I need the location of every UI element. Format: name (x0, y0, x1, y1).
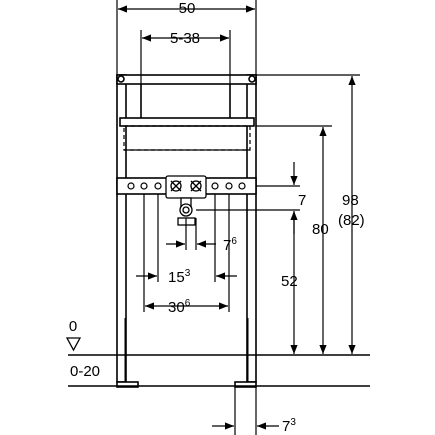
offset-label-sup: 6 (231, 236, 237, 247)
spacing-30-label-main: 30 (168, 299, 185, 316)
bottom-offset-label: 73 (282, 417, 296, 435)
spacing-15-label-main: 15 (168, 269, 185, 286)
top-left-bolt (117, 75, 125, 83)
floor-zero-label: 0 (69, 318, 77, 335)
width-label: 50 (179, 0, 196, 17)
floor-range-label: 0-20 (70, 363, 100, 380)
mounting-bar (119, 117, 255, 127)
height-80-label: 80 (312, 221, 329, 238)
bottom-offset-label-main: 7 (282, 418, 290, 435)
floor-level-symbol (65, 337, 82, 352)
hole-6 (238, 182, 246, 190)
top-right-bolt (248, 75, 256, 83)
offset-label: 76 (223, 236, 237, 254)
height-98-label: 98 (342, 192, 359, 209)
spacing-30-label: 306 (168, 298, 191, 316)
height-82-label: (82) (338, 212, 365, 229)
hole-5 (225, 182, 233, 190)
spacing-15-label-sup: 3 (185, 268, 191, 279)
hole-2 (140, 182, 148, 190)
span-label: 5-38 (170, 30, 200, 47)
valve-left-cross (170, 180, 182, 192)
height-7-label: 7 (298, 192, 306, 209)
mounting-frame (116, 74, 257, 388)
top-crossbar (116, 74, 257, 85)
hole-3 (154, 182, 162, 190)
fitting-holes (127, 182, 246, 190)
adjustable-bracket (123, 125, 251, 151)
valve-block (165, 175, 207, 226)
height-52-label: 52 (281, 273, 298, 290)
spacing-30-label-sup: 6 (185, 298, 191, 309)
dimension-lines (116, 0, 360, 435)
offset-label-main: 7 (223, 237, 231, 254)
siphon-outlet-inner (182, 206, 190, 214)
hole-4 (211, 182, 219, 190)
spacing-15-label: 153 (168, 268, 191, 286)
hole-1 (127, 182, 135, 190)
valve-right-cross (190, 180, 202, 192)
bottom-offset-label-sup: 3 (290, 417, 296, 428)
left-foot (116, 381, 139, 388)
right-foot (234, 381, 257, 388)
floor-level (65, 337, 370, 387)
